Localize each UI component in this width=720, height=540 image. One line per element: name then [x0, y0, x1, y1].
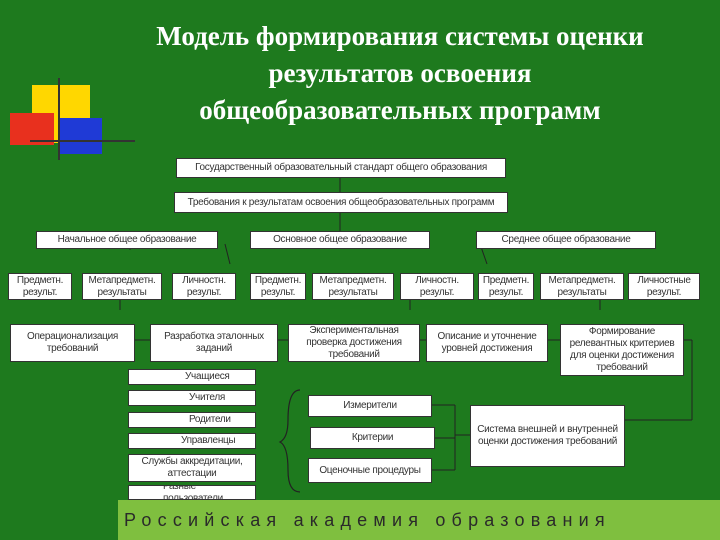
- title-line-1: Модель формирования системы оценки: [156, 21, 644, 51]
- deco-horizontal-line: [30, 140, 135, 142]
- user-box: Управленцы: [128, 433, 256, 449]
- user-box: Учителя: [128, 390, 256, 406]
- result-type-box: Личностн. результ.: [400, 273, 474, 300]
- tool-box-criteria: Критерии: [310, 427, 435, 449]
- result-type-box: Личностн. результ.: [172, 273, 236, 300]
- level-secondary-box: Среднее общее образование: [476, 231, 656, 249]
- tool-box-procedures: Оценочные процедуры: [308, 458, 432, 483]
- title-line-3: общеобразовательных программ: [199, 95, 601, 125]
- assessment-system-box: Система внешней и внутренней оценки дост…: [470, 405, 625, 467]
- user-box: Разные пользователи: [128, 485, 256, 500]
- result-type-box: Метапредметн. результаты: [312, 273, 394, 300]
- user-box: Службы аккредитации, аттестации: [128, 454, 256, 482]
- result-type-box: Предметн. результ.: [478, 273, 534, 300]
- deco-vertical-line: [58, 78, 60, 160]
- result-type-box: Предметн. результ.: [250, 273, 306, 300]
- step-box-levels-description: Описание и уточнение уровней достижения: [426, 324, 548, 362]
- step-box-experimental-check: Экспериментальная проверка достижения тр…: [288, 324, 420, 362]
- footer-academy: Российская академия образования: [118, 500, 720, 540]
- requirements-box: Требования к результатам освоения общеоб…: [174, 192, 508, 213]
- level-basic-box: Основное общее образование: [250, 231, 430, 249]
- blue-square: [60, 118, 102, 154]
- standard-box: Государственный образовательный стандарт…: [176, 158, 506, 178]
- title-line-2: результатов освоения: [268, 58, 532, 88]
- step-box-operationalization: Операционализация требований: [10, 324, 135, 362]
- user-box: Учащиеся: [128, 369, 256, 385]
- result-type-box: Метапредметн. результаты: [82, 273, 162, 300]
- slide-title: Модель формирования системы оценки резул…: [100, 18, 700, 129]
- result-type-box: Метапредметн. результаты: [540, 273, 624, 300]
- result-type-box: Личностные результ.: [628, 273, 700, 300]
- step-box-reference-tasks: Разработка эталонных заданий: [150, 324, 278, 362]
- step-box-criteria-formation: Формирование релевантных критериев для о…: [560, 324, 684, 376]
- level-primary-box: Начальное общее образование: [36, 231, 218, 249]
- result-type-box: Предметн. результ.: [8, 273, 72, 300]
- tool-box-measures: Измерители: [308, 395, 432, 417]
- red-square: [10, 113, 54, 145]
- user-box: Родители: [128, 412, 256, 428]
